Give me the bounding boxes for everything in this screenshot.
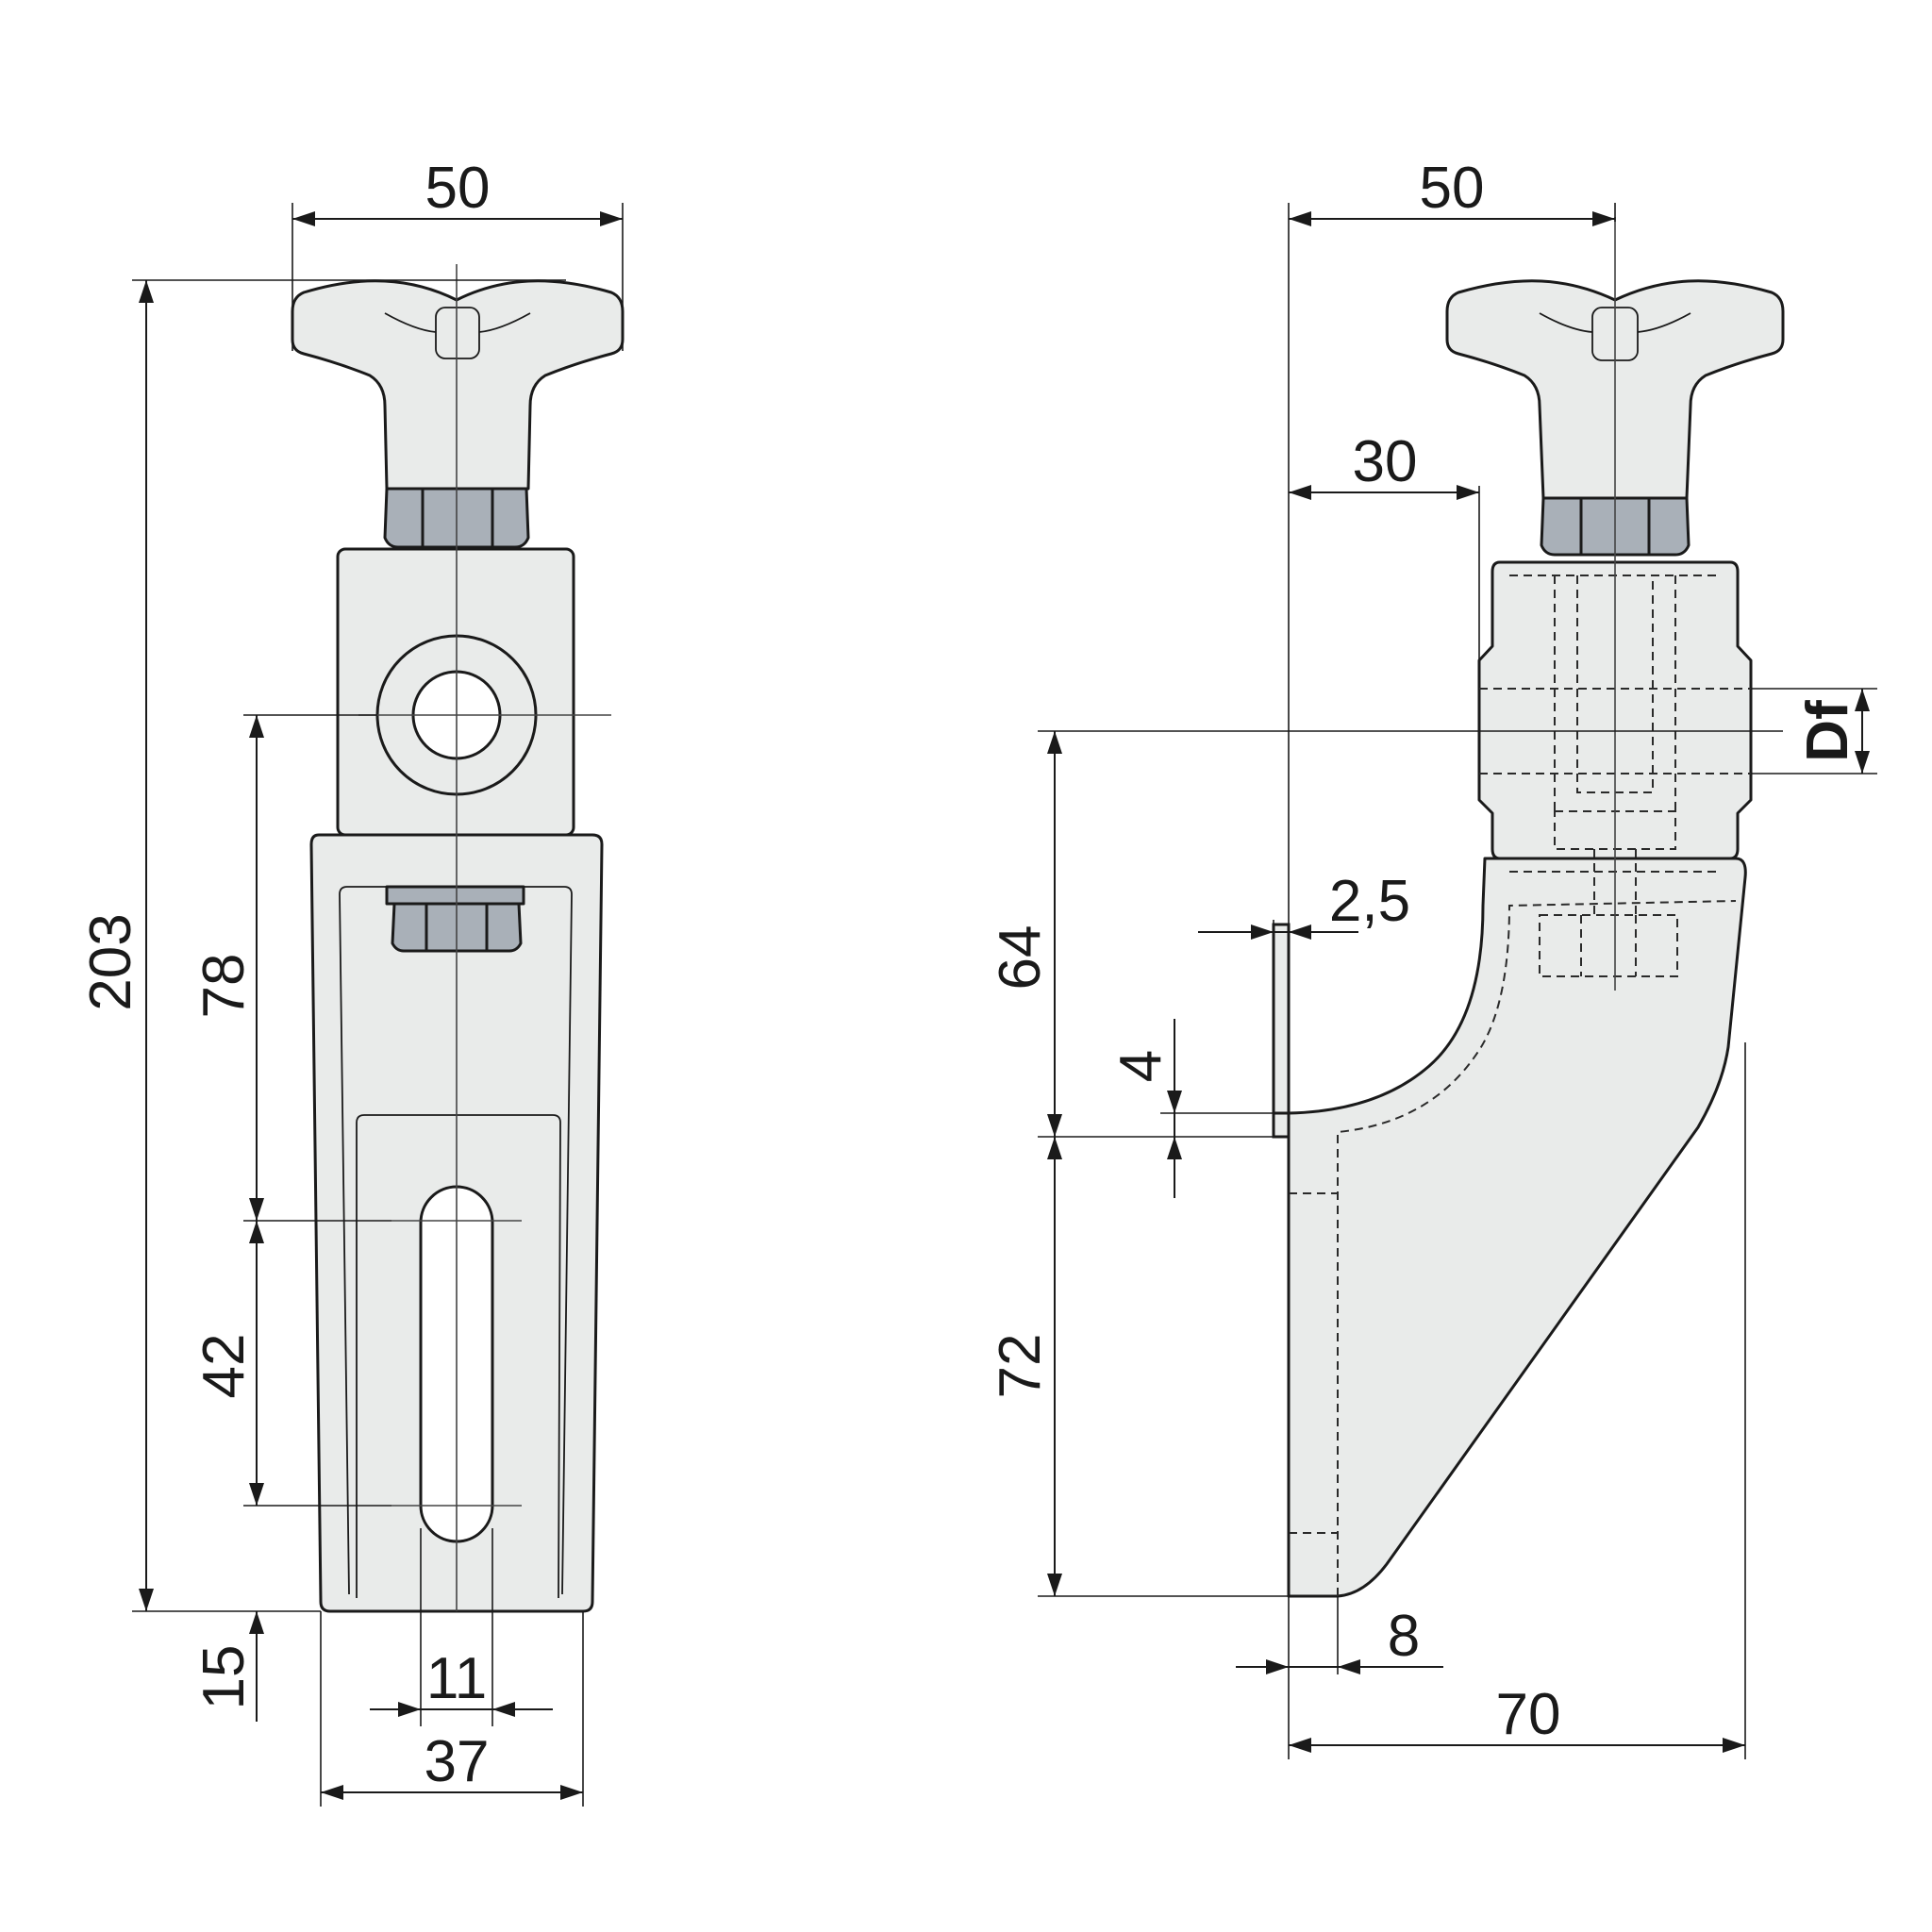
dim-front-slot-width: 11	[426, 1646, 487, 1711]
front-view: 50 203 78 42 15 11	[78, 156, 625, 1807]
dim-side-knob-width: 50	[1420, 156, 1485, 221]
dim-front-overall-height: 203	[78, 913, 143, 1010]
front-inner-nut	[385, 885, 525, 953]
front-pocket	[339, 886, 573, 1595]
side-lip	[1272, 923, 1291, 1139]
dim-front-hole-to-slot: 78	[192, 954, 257, 1019]
dim-side-clamp-height: 64	[988, 925, 1053, 991]
front-knob	[291, 279, 625, 491]
dim-side-leg-height: 72	[988, 1334, 1053, 1399]
dim-side-lip-height: 4	[1108, 1050, 1174, 1082]
dim-front-slot-length: 42	[192, 1334, 257, 1399]
dim-side-overall-depth: 70	[1496, 1682, 1561, 1747]
front-slot-plate	[356, 1114, 561, 1599]
dim-side-base-thickness: 8	[1388, 1604, 1420, 1669]
dim-side-thread-diameter: Df	[1795, 700, 1860, 762]
dim-front-slot-to-bottom: 15	[192, 1645, 257, 1710]
side-view: 50 30 Df 64 2,5 4	[988, 156, 1877, 1759]
dim-front-knob-width: 50	[425, 156, 491, 221]
dim-side-lip-offset: 2,5	[1329, 869, 1410, 934]
front-knob-boss	[435, 307, 480, 359]
dim-side-body-offset: 30	[1353, 429, 1418, 494]
dim-front-base-width: 37	[425, 1729, 490, 1794]
